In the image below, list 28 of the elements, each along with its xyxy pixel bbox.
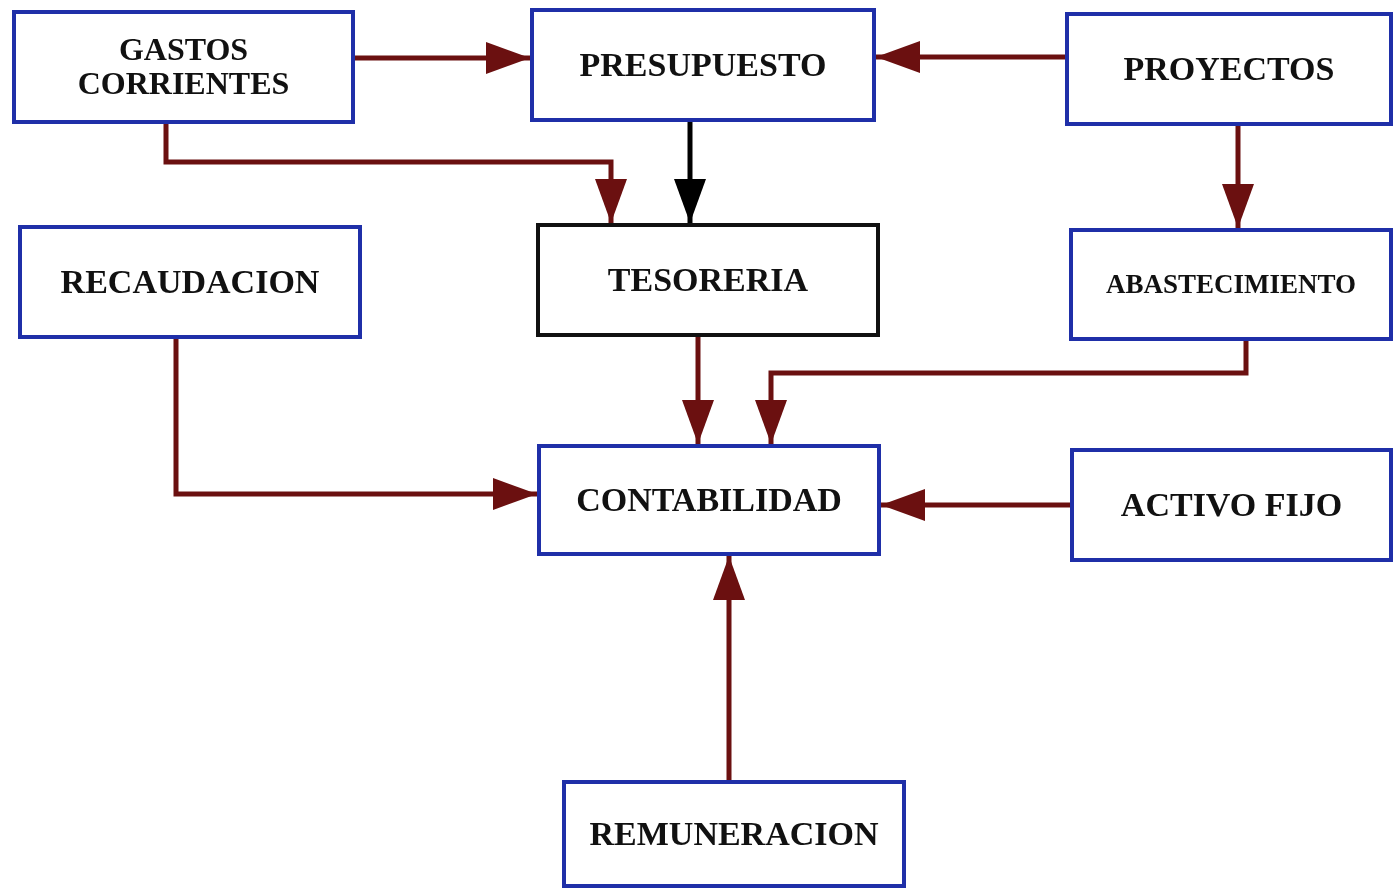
process-box	[1070, 448, 1393, 562]
arrow	[713, 556, 745, 780]
box-label: ACTIVO FIJO	[1120, 487, 1343, 523]
arrow	[163, 124, 627, 223]
process-box	[18, 225, 362, 339]
box-label: PRESUPUESTO	[579, 47, 827, 83]
process-box	[537, 444, 881, 556]
box-label: CONTABILIDAD	[576, 482, 842, 518]
arrow	[755, 341, 1249, 444]
arrow	[876, 41, 1065, 73]
process-box	[12, 10, 355, 124]
process-box	[1065, 12, 1393, 126]
box-label: ABASTECIMIENTO	[1105, 270, 1357, 299]
arrow	[1222, 126, 1254, 228]
process-box	[530, 8, 876, 122]
arrow	[682, 337, 714, 444]
arrow	[355, 42, 530, 74]
arrow	[173, 339, 537, 510]
box-label: GASTOS CORRIENTES	[76, 33, 291, 101]
box-label: RECAUDACION	[60, 264, 320, 300]
box-label: PROYECTOS	[1123, 51, 1335, 87]
box-label: TESORERIA	[607, 262, 809, 298]
box-label: REMUNERACION	[589, 816, 879, 852]
arrow	[881, 489, 1070, 521]
arrow	[674, 122, 706, 223]
process-box	[536, 223, 880, 337]
process-box	[562, 780, 906, 888]
process-box	[1069, 228, 1393, 341]
